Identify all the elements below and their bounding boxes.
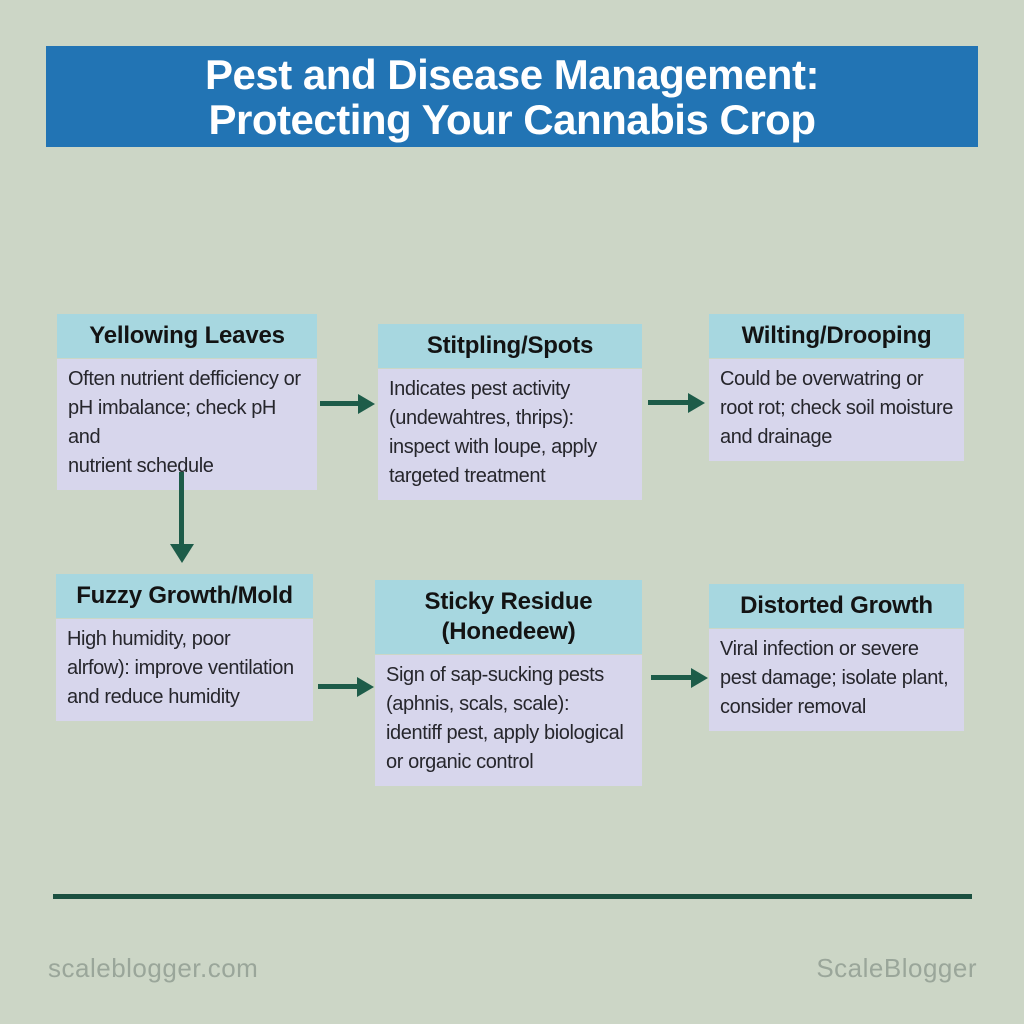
node-header: Distorted Growth (709, 584, 964, 628)
node-header: Sticky Residue (Honedeew) (375, 580, 642, 654)
flow-node-sticky-residue: Sticky Residue (Honedeew) Sign of sap-su… (375, 580, 642, 786)
node-header: Wilting/Drooping (709, 314, 964, 358)
footer-divider (53, 894, 972, 899)
title-banner: Pest and Disease Management: Protecting … (46, 46, 978, 147)
node-body: Indicates pest activity (undewahtres, th… (378, 369, 642, 500)
flow-node-stippling-spots: Stitpling/Spots Indicates pest activity … (378, 324, 642, 500)
flow-node-wilting-drooping: Wilting/Drooping Could be overwatring or… (709, 314, 964, 461)
arrow-right-icon (318, 684, 357, 689)
node-header: Stitpling/Spots (378, 324, 642, 368)
flow-node-yellowing-leaves: Yellowing Leaves Often nutrient defficie… (57, 314, 317, 490)
arrow-down-icon (179, 472, 184, 544)
page-title-line-1: Pest and Disease Management: (205, 50, 819, 98)
node-body: Could be overwatring or root rot; check … (709, 359, 964, 461)
flow-node-distorted-growth: Distorted Growth Viral infection or seve… (709, 584, 964, 731)
footer-site-url: scaleblogger.com (48, 953, 259, 983)
node-body: High humidity, poor alrfow): improve ven… (56, 619, 313, 721)
node-body: Sign of sap-sucking pests (aphnis, scals… (375, 655, 642, 786)
arrow-right-icon (320, 401, 358, 406)
node-body: Often nutrient defficiency or pH imbalan… (57, 359, 317, 490)
footer-brand-name: ScaleBlogger (816, 953, 977, 983)
node-header: Fuzzy Growth/Mold (56, 574, 313, 618)
node-header: Yellowing Leaves (57, 314, 317, 358)
arrow-right-icon (651, 675, 691, 680)
node-body: Viral infection or severe pest damage; i… (709, 629, 964, 731)
flow-node-fuzzy-growth-mold: Fuzzy Growth/Mold High humidity, poor al… (56, 574, 313, 721)
page-title-line-2: Protecting Your Cannabis Crop (208, 95, 816, 143)
arrow-right-icon (648, 400, 688, 405)
